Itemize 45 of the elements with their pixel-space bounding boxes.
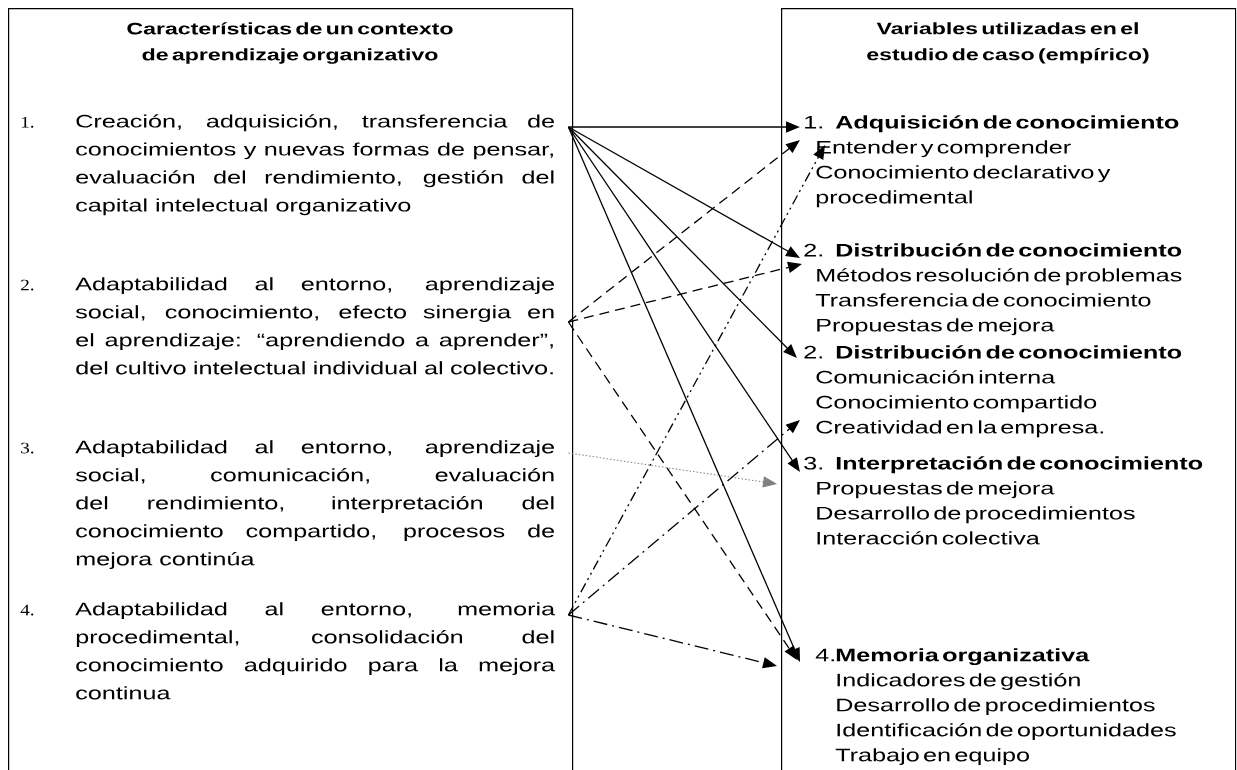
variable-text: Interacción colectiva <box>817 531 1040 545</box>
item-heading: Memoria organizativa <box>836 648 1090 666</box>
item-number: 2. <box>804 345 822 359</box>
arrow <box>567 126 800 258</box>
item-number: 1. <box>805 116 822 129</box>
variable-text: Transferencia de conocimiento <box>815 293 1151 307</box>
variable-text: Desarrollo de procedimientos <box>817 506 1135 524</box>
item-heading: Distribución de conocimiento <box>836 243 1182 257</box>
item-text: Adaptabilidad al entorno, aprendizaje social, comunicación, evaluación del rendimiento, interpretación del conocimiento compartido, procesos de mejora continúa <box>75 440 554 569</box>
variable-text: Trabajo en equipo <box>835 748 1029 765</box>
variable-text: Entender y comprender <box>817 140 1071 158</box>
variable-text: Conocimiento compartido <box>816 395 1097 413</box>
arrow <box>567 321 797 660</box>
item-text: Adaptabilidad al entorno, aprendizaje social, conocimiento, efecto sinergia en el aprendizaje: “aprendiendo a aprender”, del cultivo intelectual individual al colectivo. <box>75 277 554 375</box>
panel <box>8 8 574 770</box>
variable-text: Comunicación interna <box>816 370 1056 384</box>
item-text: Adaptabilidad al entorno, memoria procedimental, consolidación del conocimiento adquirido para la mejora continua <box>75 602 556 700</box>
variable-text: Indicadores de gestión <box>837 673 1080 690</box>
item-number: 4. <box>815 648 834 662</box>
variable-text: Desarrollo de procedimientos <box>837 698 1155 715</box>
arrow <box>567 140 800 323</box>
item-number: 2. <box>804 243 822 257</box>
item-number: 4. <box>20 604 34 616</box>
arrow <box>567 126 797 358</box>
panel-title: Características de un contexto de aprendizaje organizativo <box>127 22 453 64</box>
item-number: 1. <box>21 116 34 128</box>
item-number: 3. <box>21 442 34 454</box>
variable-text: Propuestas de mejora <box>817 318 1055 336</box>
variable-text: Métodos resolución de problemas <box>817 268 1182 286</box>
item-text: Creación, adquisición, transferencia de conocimientos y nuevas formas de pensar, evaluación del rendimiento, gestión del capital intelectual organizativo <box>76 114 554 216</box>
variable-text: Identificación de oportunidades <box>837 723 1176 740</box>
arrow <box>567 452 777 488</box>
variable-text: Propuestas de mejora <box>817 481 1055 499</box>
arrow <box>567 420 800 616</box>
item-heading: Adquisición de conocimiento <box>835 115 1179 133</box>
arrow <box>567 145 825 616</box>
panel <box>781 8 1237 770</box>
item-number: 3. <box>804 456 822 470</box>
item-heading: Interpretación de conocimiento <box>836 456 1203 474</box>
arrow <box>567 126 800 472</box>
variable-text: Conocimiento declarativo y procedimental <box>816 165 1111 208</box>
item-heading: Distribución de conocimiento <box>836 345 1182 359</box>
panel-title: Variables utilizadas en el estudio de caso (empírico) <box>867 22 1149 64</box>
variable-text: Creatividad en la empresa. <box>816 420 1103 438</box>
item-number: 2. <box>21 279 34 291</box>
